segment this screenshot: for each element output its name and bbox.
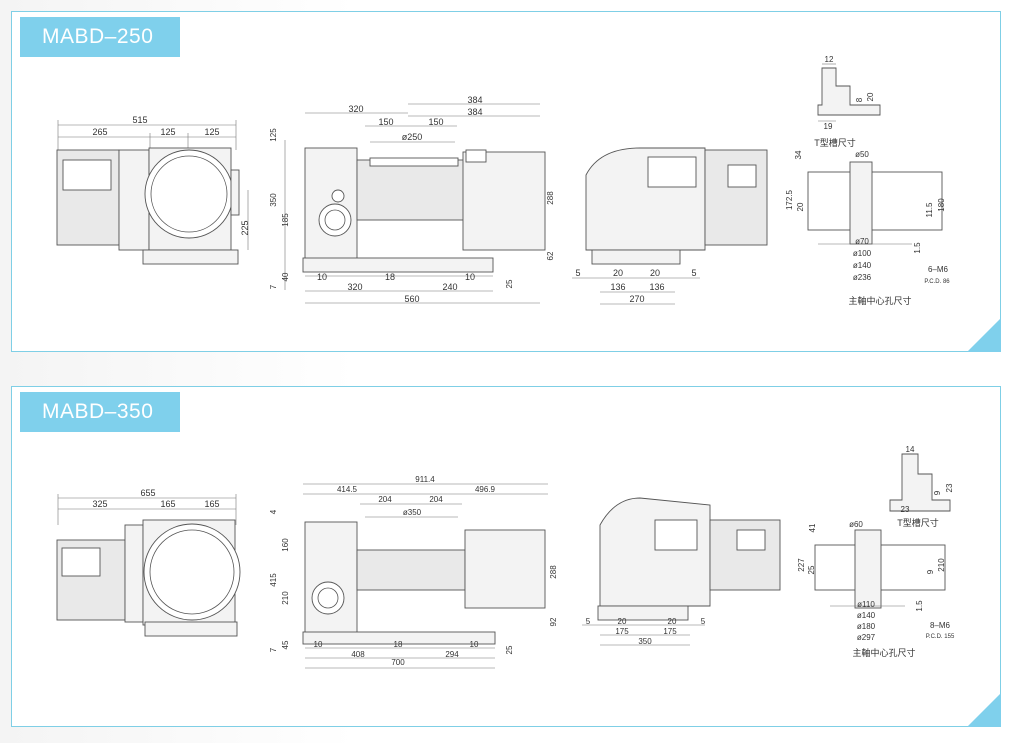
dim-label: 150 — [428, 117, 443, 127]
dim-label: 6–M6 — [928, 265, 949, 274]
dim-label: 225 — [240, 220, 250, 235]
dim-label: 20 — [866, 92, 875, 101]
dim-label: 320 — [348, 104, 363, 114]
dim-label: 515 — [132, 115, 147, 125]
t-slot-detail: 12 8 20 19 T型槽尺寸 — [814, 55, 881, 148]
dim-label: 10 — [465, 272, 475, 282]
dim-label: 125 — [160, 127, 175, 137]
dim-label: ø50 — [855, 150, 869, 159]
dim-label: 136 — [610, 282, 625, 292]
model-panel-mabd-350: MABD–350 — [11, 386, 1001, 727]
dim-label: 350 — [269, 193, 278, 207]
dim-label: 125 — [204, 127, 219, 137]
corner-accent — [967, 693, 1001, 727]
drawing-mabd-250: 515 265 125 125 225 384 320 384 150 150 … — [56, 55, 950, 306]
dim-label: P.C.D. 86 — [924, 279, 950, 285]
spindle-detail: ø50 34 172.5 20 11.5 180 1.5 ø70 ø100 ø1… — [785, 150, 950, 306]
dim-label: ø236 — [853, 273, 872, 282]
dim-label: 40 — [281, 272, 290, 281]
dim-label: 320 — [347, 282, 362, 292]
dim-label: 18 — [385, 272, 395, 282]
dim-label: 136 — [649, 282, 664, 292]
dim-label: 5 — [691, 268, 696, 278]
dim-label: 34 — [794, 150, 803, 159]
dim-label: 62 — [546, 251, 555, 260]
dim-label: 240 — [442, 282, 457, 292]
dim-label: 7 — [269, 284, 278, 289]
dim-label: ø140 — [853, 261, 872, 270]
dim-label: 11.5 — [925, 202, 934, 218]
dim-label: 560 — [404, 294, 419, 304]
dim-label: 20 — [796, 202, 805, 211]
dim-label: 1.5 — [913, 242, 922, 254]
dim-label: 265 — [92, 127, 107, 137]
dim-label: 270 — [629, 294, 644, 304]
dim-label: 20 — [650, 268, 660, 278]
model-title-tag: MABD–350 — [20, 392, 180, 432]
dim-label: 8 — [855, 97, 864, 102]
dim-label: 172.5 — [785, 189, 794, 210]
dim-label: 288 — [546, 191, 555, 205]
side-view: 384 320 384 150 150 ø250 125 350 185 7 4… — [269, 95, 555, 304]
dim-label: ø250 — [402, 132, 423, 142]
dim-label: 5 — [575, 268, 580, 278]
front-view: 515 265 125 125 225 — [56, 115, 250, 265]
dim-label: 185 — [281, 213, 290, 227]
dim-label: 12 — [825, 55, 834, 64]
t-slot-caption: T型槽尺寸 — [814, 137, 856, 148]
dim-label: 19 — [824, 122, 833, 131]
model-title-tag: MABD–250 — [20, 17, 180, 57]
back-view: 5 20 20 5 136 136 270 — [572, 147, 768, 305]
dim-label: 125 — [269, 128, 278, 142]
corner-accent — [967, 318, 1001, 352]
dim-label: 384 — [467, 107, 482, 117]
dim-label: 384 — [467, 95, 482, 105]
dim-label: ø70 — [855, 237, 869, 246]
dim-label: 10 — [317, 272, 327, 282]
dim-label: 180 — [937, 198, 946, 212]
dim-label: 150 — [378, 117, 393, 127]
dim-label: 20 — [613, 268, 623, 278]
dim-label: 25 — [505, 279, 514, 288]
dim-label: ø100 — [853, 249, 872, 258]
spindle-caption: 主軸中心孔尺寸 — [848, 295, 911, 306]
